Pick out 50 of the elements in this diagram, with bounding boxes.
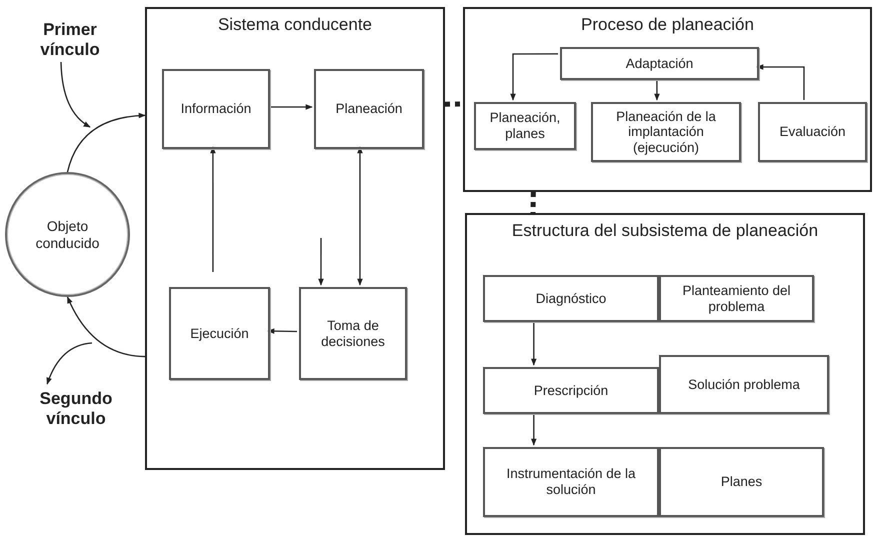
process-box [162, 69, 270, 149]
arrow [66, 296, 146, 358]
arrow [268, 104, 313, 110]
process-box [483, 447, 659, 517]
node-label: Planeación de la implantación (ejecución) [615, 108, 717, 156]
node-label: Información [180, 101, 252, 117]
arrow [60, 62, 91, 128]
process-box [474, 102, 576, 150]
node-label: Instrumentación de la solución [505, 466, 637, 498]
node-label: Toma de decisiones [320, 318, 386, 350]
dotted-link [530, 192, 536, 214]
node-label: Diagnóstico [534, 290, 608, 306]
process-box [560, 47, 759, 80]
process-box [169, 287, 270, 380]
node-label: Planeación, planes [488, 110, 562, 142]
container-panel [463, 7, 872, 192]
container-panel [145, 7, 445, 470]
node-label: Adaptación [624, 56, 694, 72]
annotation-text: Primer vínculo [39, 20, 101, 60]
container-panel [465, 213, 865, 535]
process-box [483, 367, 659, 414]
node-label: Objeto conducido [34, 218, 100, 251]
process-box [591, 102, 741, 162]
arrow [46, 342, 92, 385]
process-box [758, 102, 867, 162]
node-label: Evaluación [778, 124, 847, 140]
process-box [314, 69, 424, 149]
arrow [318, 238, 324, 286]
arrow [210, 146, 216, 272]
panel-heading: Sistema conducente [216, 14, 374, 35]
arrow [654, 78, 660, 101]
process-box [659, 275, 814, 322]
process-box [659, 447, 824, 517]
process-box [659, 355, 829, 414]
node-label: Prescripción [532, 382, 610, 398]
annotation-text: Segundo vínculo [38, 389, 114, 429]
panel-heading: Proceso de planeación [580, 14, 755, 35]
panel-heading: Estructura del subsistema de planeación [510, 220, 820, 241]
arrow [510, 53, 558, 101]
arrow [531, 320, 537, 366]
node-label: Planes [720, 474, 764, 490]
arrow [66, 112, 146, 172]
node-label: Solución problema [687, 376, 801, 392]
node-label: Planteamiento del problema [681, 282, 792, 314]
node-label: Ejecución [189, 326, 250, 342]
process-box [299, 287, 407, 380]
arrow [531, 412, 537, 446]
process-box [483, 275, 659, 322]
node-label: Planeación [334, 101, 404, 117]
object-circle [5, 172, 130, 297]
